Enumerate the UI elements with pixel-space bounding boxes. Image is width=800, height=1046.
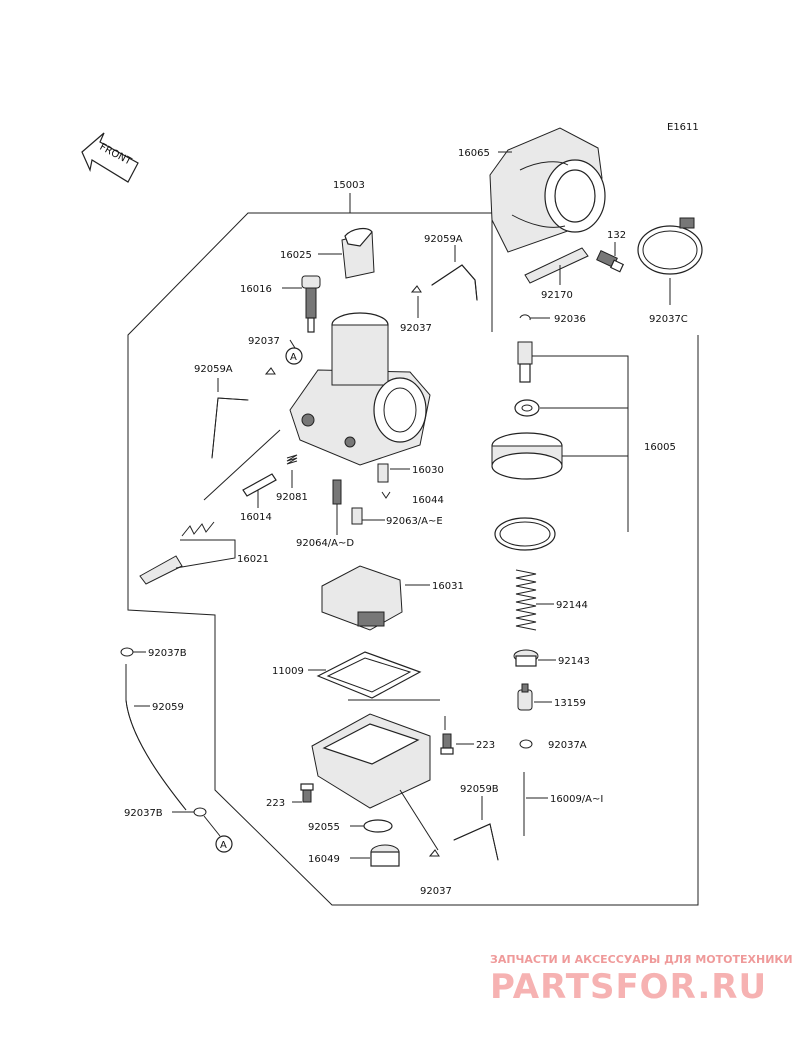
label-92059A-left: 92059A [194, 364, 233, 375]
callout-a-top-label: A [290, 352, 297, 363]
label-92037-top: 92037 [400, 323, 432, 334]
o-ring-92055 [363, 819, 393, 833]
label-92059B: 92059B [460, 784, 499, 795]
label-11009: 11009 [272, 666, 304, 677]
jet-92064 [332, 479, 342, 505]
label-92059A-top: 92059A [424, 234, 463, 245]
hose-92059 [125, 664, 187, 811]
label-16065: 16065 [458, 148, 490, 159]
valve-13159 [517, 683, 533, 711]
gasket-11009 [316, 651, 422, 699]
clip-92037-bottom [428, 849, 440, 857]
label-16005: 16005 [644, 442, 676, 453]
label-16049: 16049 [308, 854, 340, 865]
jet-92063 [351, 507, 363, 525]
o-ring [494, 517, 556, 551]
clamp-92037C [637, 217, 703, 275]
label-16021: 16021 [237, 554, 269, 565]
callout-a-bottom-label: A [220, 840, 227, 851]
label-16016: 16016 [240, 284, 272, 295]
label-92037B-bottom: 92037B [124, 808, 163, 819]
clip-92037B-top [120, 647, 134, 657]
intake-boot [489, 127, 606, 253]
label-92037-bottom: 92037 [420, 886, 452, 897]
label-16009: 16009/A~I [550, 794, 603, 805]
label-13159: 13159 [554, 698, 586, 709]
watermark-caption: ЗАПЧАСТИ И АКСЕССУАРЫ ДЛЯ МОТОТЕХНИКИ [490, 953, 793, 966]
label-16044: 16044 [412, 495, 444, 506]
label-15003: 15003 [333, 180, 365, 191]
label-92144: 92144 [556, 600, 588, 611]
jet-16030 [377, 463, 389, 483]
callout-a-top [285, 347, 303, 365]
spring-92144 [515, 569, 537, 631]
label-92055: 92055 [308, 822, 340, 833]
assembly-outline [127, 212, 699, 906]
label-92064: 92064/A~D [296, 538, 354, 549]
screw-16016 [301, 275, 321, 333]
label-92059: 92059 [152, 702, 184, 713]
spring-92081 [286, 454, 298, 465]
bolt-223-left [300, 783, 314, 803]
clip-92036 [519, 314, 531, 321]
bracket-92170 [524, 247, 589, 284]
label-92063: 92063/A~E [386, 516, 443, 527]
label-92036: 92036 [554, 314, 586, 325]
label-132: 132 [607, 230, 626, 241]
label-16025: 16025 [280, 250, 312, 261]
part-16044 [381, 491, 391, 499]
holder-92143 [513, 649, 539, 667]
float-bowl [311, 699, 446, 809]
label-92037C: 92037C [649, 314, 688, 325]
label-16030: 16030 [412, 465, 444, 476]
label-92170: 92170 [541, 290, 573, 301]
callout-a-bottom [215, 835, 233, 853]
clip-92037B-bottom [193, 807, 207, 817]
o-ring-92037A [519, 739, 533, 749]
screw-16021 [139, 521, 215, 585]
label-223-right: 223 [476, 740, 495, 751]
plug-16049 [370, 844, 400, 867]
diagram-code: E1611 [667, 122, 699, 133]
label-92037B-top: 92037B [148, 648, 187, 659]
label-16031: 16031 [432, 581, 464, 592]
carburetor-body [289, 312, 431, 466]
label-223-left: 223 [266, 798, 285, 809]
label-92143: 92143 [558, 656, 590, 667]
label-16014: 16014 [240, 512, 272, 523]
bolt-223-right [440, 733, 454, 755]
watermark-brand: PARTSFOR.RU [490, 967, 767, 1007]
clip-92037-left [264, 367, 276, 375]
cap-assembly-16005 [491, 341, 563, 480]
float-16031 [321, 565, 403, 631]
label-92037-left: 92037 [248, 336, 280, 347]
label-92081: 92081 [276, 492, 308, 503]
front-arrow-icon: FRONT [81, 132, 139, 183]
screw-16014 [242, 473, 277, 497]
bolt-132 [596, 250, 625, 273]
clip-92037-top [410, 285, 422, 293]
holder-16025 [341, 227, 375, 279]
label-92037A: 92037A [548, 740, 587, 751]
